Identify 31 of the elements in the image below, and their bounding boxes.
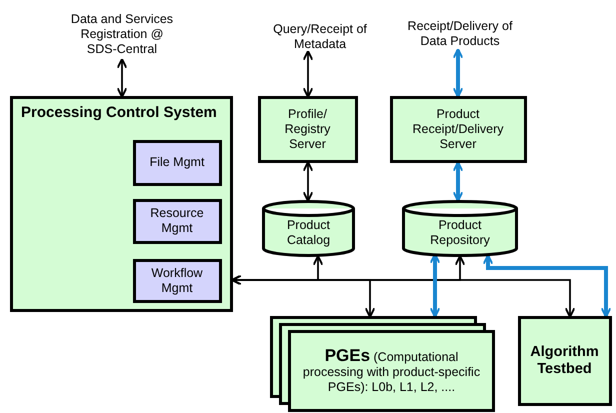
arrow	[452, 48, 464, 98]
arrow	[116, 58, 128, 98]
server-box	[258, 96, 358, 163]
module-box	[133, 140, 222, 186]
module-box	[133, 259, 222, 303]
panel-title: Processing Control System	[21, 104, 218, 123]
database-cylinder	[262, 200, 355, 257]
process-box	[518, 316, 612, 406]
module-box	[133, 199, 222, 244]
arrow	[302, 50, 314, 98]
box-label: Algorithm Testbed	[529, 342, 600, 378]
arrow	[231, 274, 576, 318]
arrow	[452, 161, 464, 202]
box-label: Product Receipt/Delivery Server	[411, 106, 504, 152]
caption-text: Receipt/Delivery of Data Products	[406, 18, 514, 50]
box-label: Workflow Mgmt	[150, 264, 204, 297]
box-label: Product Catalog	[286, 216, 332, 249]
box-label: Product Repository	[429, 216, 491, 249]
box-label: File Mgmt	[148, 154, 206, 171]
system-panel	[10, 96, 233, 312]
server-box	[390, 96, 527, 163]
box-label: Resource Mgmt	[149, 205, 205, 237]
stacked-process-box	[270, 316, 495, 412]
caption-text: Data and Services Registration @ SDS-Central	[70, 10, 174, 58]
caption-text: Query/Receipt of Metadata	[272, 22, 368, 52]
database-cylinder	[402, 200, 518, 257]
arrow	[482, 254, 612, 318]
box-label: PGEs (Computational processing with product-specific PGEs): L0b, L1, L2, ....	[302, 345, 482, 396]
arrow	[430, 253, 440, 318]
box-label: Profile/ Registry Server	[284, 106, 332, 152]
arrow	[302, 161, 314, 202]
